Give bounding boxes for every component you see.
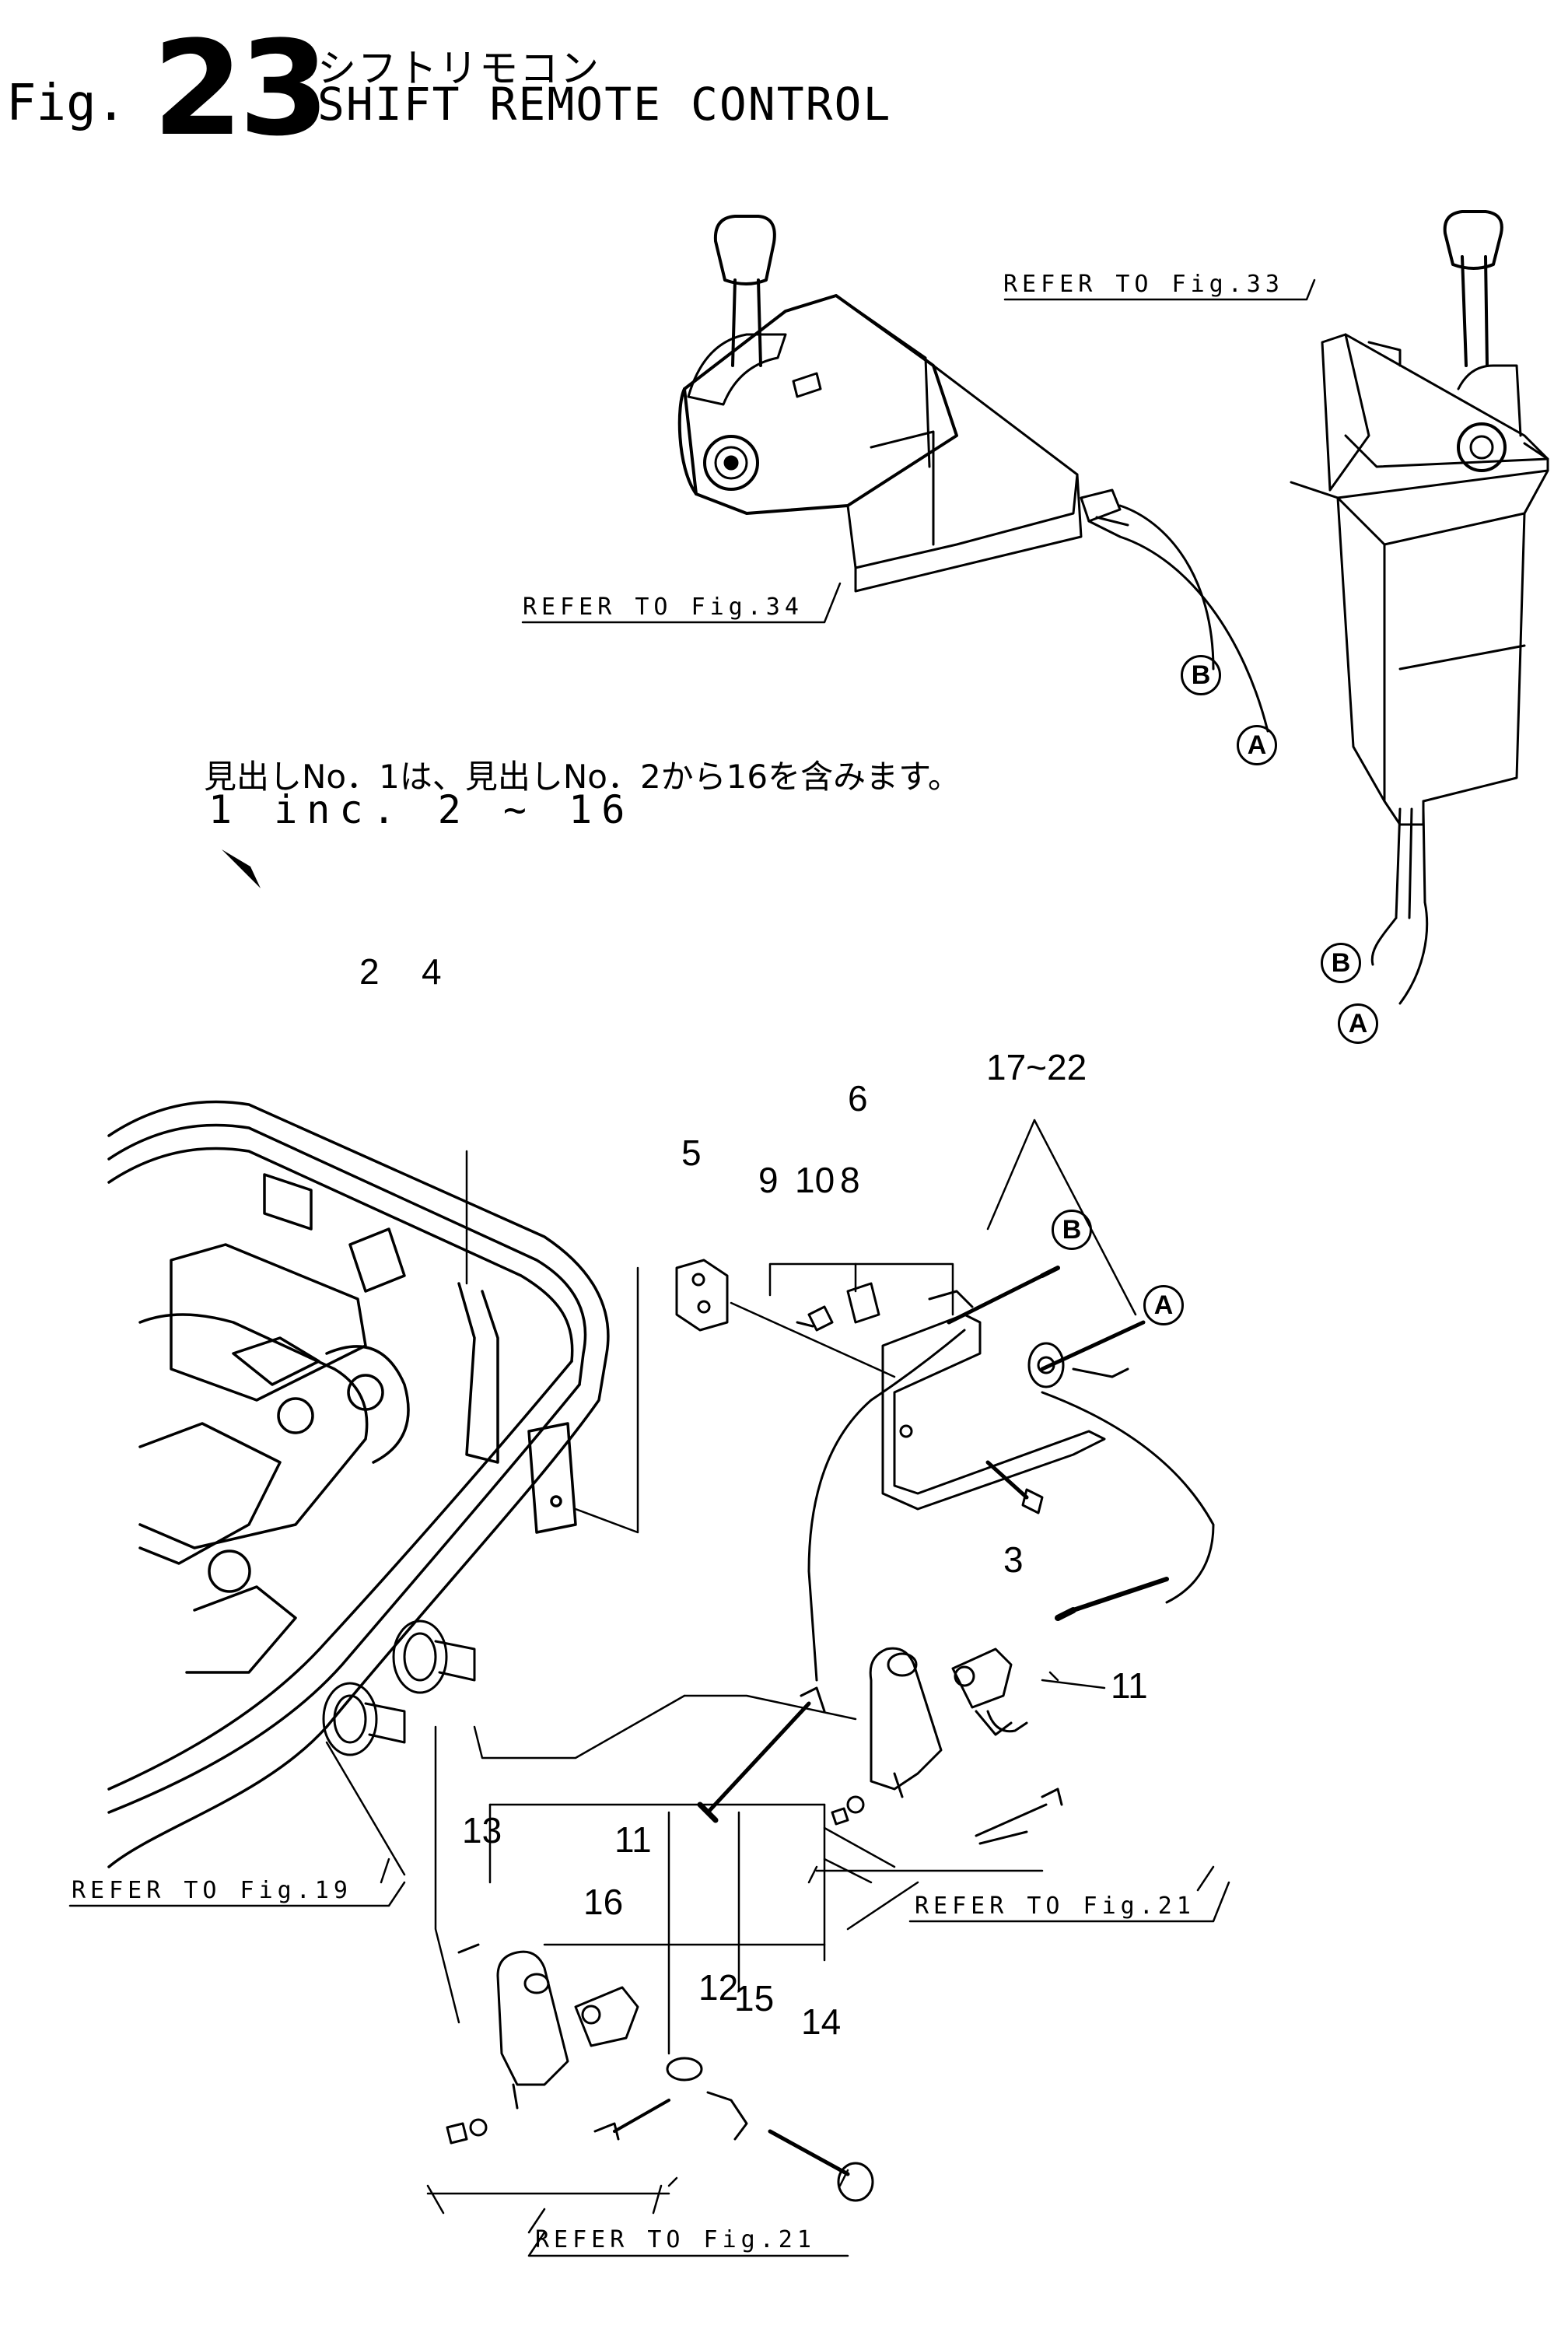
part-5-spacer <box>675 1259 729 1332</box>
figure-number: 23 <box>152 12 330 165</box>
side-mount-remote-control <box>677 215 1269 733</box>
part-number-8: 8 <box>840 1160 860 1200</box>
reference-fig-19: REFER TO Fig.19 <box>72 1877 352 1904</box>
cable-label-b-top: B <box>1181 655 1221 695</box>
part-number-11-bottom: 11 <box>614 1819 652 1860</box>
page-title-japanese: シフトリモコン <box>317 46 600 91</box>
part-number-9: 9 <box>758 1160 779 1200</box>
inclusion-note-japanese: 見出しNo．1は、見出しNo．2から16を含みます。 <box>204 758 961 796</box>
cable-label-b-right: B <box>1321 943 1361 983</box>
cable-label-a-right: A <box>1338 1003 1378 1044</box>
reference-fig-21-bottom: REFER TO Fig.21 <box>535 2226 816 2253</box>
inclusion-note: 1 inc. 2 ~ 16 <box>208 787 635 832</box>
reference-fig-21-right: REFER TO Fig.21 <box>915 1893 1195 1920</box>
shaft-grommets <box>322 1619 476 1756</box>
part-3-bolt <box>985 1460 1044 1514</box>
part-number-12: 12 <box>698 1967 739 2008</box>
part-number-16: 16 <box>583 1882 624 1922</box>
shift-lever-bottom <box>446 1943 874 2202</box>
part-number-10: 10 <box>795 1160 835 1200</box>
part-number-11-right: 11 <box>1111 1665 1148 1706</box>
part-6-bracket <box>796 1282 1106 1511</box>
shift-lever-right <box>831 1647 1063 1845</box>
reference-fig-34: REFER TO Fig.34 <box>523 594 803 621</box>
part-number-2: 2 <box>359 951 380 992</box>
cable-label-a-mid: A <box>1143 1285 1184 1325</box>
top-mount-remote-control <box>1290 210 1549 1005</box>
reference-fig-33: REFER TO Fig.33 <box>1003 271 1284 298</box>
outboard-motor-body <box>107 1100 610 1868</box>
part-number-14: 14 <box>801 2001 842 2042</box>
part-number-5: 5 <box>681 1133 702 1173</box>
shift-cable-ends <box>807 1266 1215 1682</box>
pointer-arrow <box>222 849 261 888</box>
cable-label-b-mid: B <box>1052 1210 1092 1250</box>
part-number-6: 6 <box>848 1078 868 1119</box>
cable-label-a-top: A <box>1237 725 1277 765</box>
part-number-4: 4 <box>422 951 442 992</box>
part-number-17-22: 17~22 <box>986 1047 1087 1087</box>
page-title: SHIFT REMOTE CONTROL <box>317 78 892 131</box>
part-number-13: 13 <box>462 1810 502 1851</box>
part-number-3: 3 <box>1003 1539 1024 1580</box>
leader-lines <box>68 278 1316 2257</box>
cable-rod-right <box>697 1577 1169 1823</box>
figure-prefix: Fig. <box>6 75 127 132</box>
part-number-15: 15 <box>734 1978 775 2019</box>
